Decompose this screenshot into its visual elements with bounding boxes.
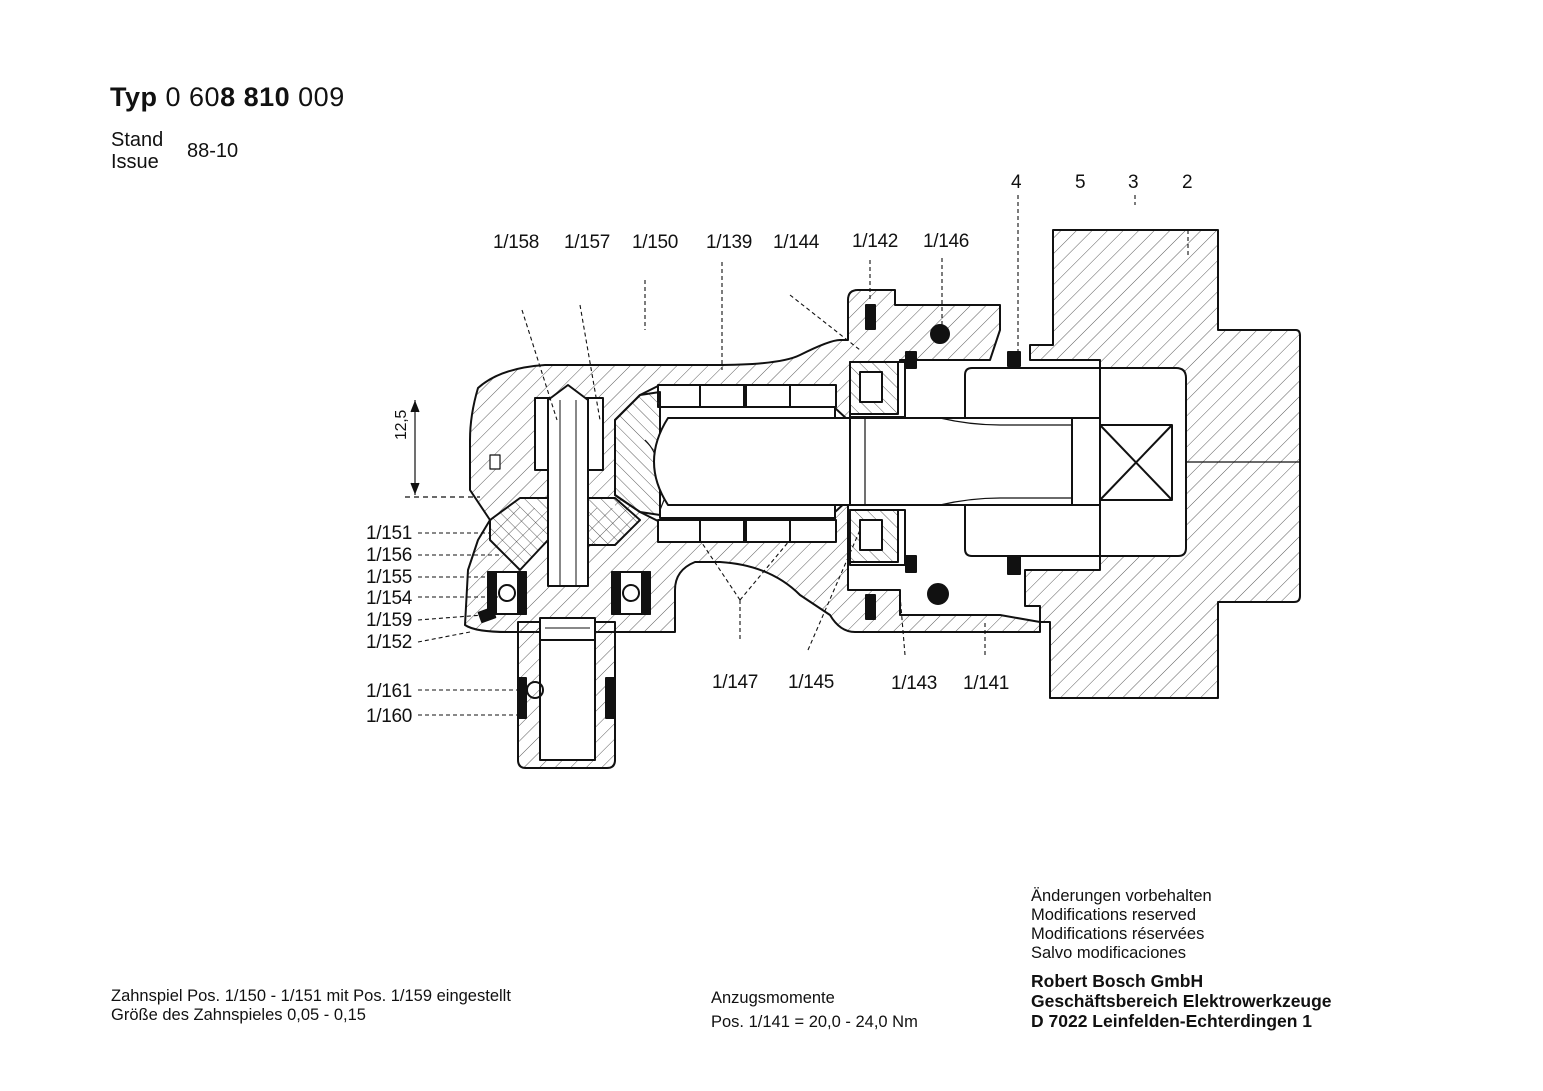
dimension-12-5: 12,5 (393, 410, 410, 440)
ball-bearing-front (849, 361, 899, 563)
zahnspiel-line-1: Zahnspiel Pos. 1/150 - 1/151 mit Pos. 1/… (111, 987, 511, 1005)
output-spindle (517, 617, 616, 769)
issue-date: 88-10 (187, 140, 239, 162)
stand-issue-labels: Stand Issue (111, 129, 163, 173)
company-address: D 7022 Leinfelden-Echterdingen 1 (1031, 1011, 1313, 1031)
title-number-c: 009 (290, 82, 345, 112)
title-number-b: 8 810 (220, 82, 291, 112)
stand-label: Stand (111, 129, 164, 151)
disclaimer-en: Modifications reserved (1031, 906, 1197, 924)
leader-lines (417, 195, 1189, 716)
disclaimer-de: Änderungen vorbehalten (1031, 887, 1212, 905)
callout-1-161: 1/161 (366, 681, 413, 702)
callout-1-160: 1/160 (366, 706, 413, 727)
disclaimer-fr: Modifications réservées (1031, 925, 1205, 943)
callout-1-156: 1/156 (366, 545, 413, 566)
callout-1-143: 1/143 (891, 673, 938, 694)
disclaimer-block: Änderungen vorbehalten Modifications res… (1031, 887, 1212, 963)
callout-1-157: 1/157 (564, 232, 611, 253)
disclaimer-es: Salvo modificaciones (1031, 944, 1186, 962)
callout-1-152: 1/152 (366, 632, 413, 653)
issue-label: Issue (111, 151, 159, 173)
anzugsmomente-note: Anzugsmomente Pos. 1/141 = 20,0 - 24,0 N… (711, 986, 918, 1034)
callout-1-147: 1/147 (712, 672, 759, 693)
needle-bearing-bottom (657, 519, 837, 543)
callout-1-145: 1/145 (788, 672, 835, 693)
anzug-line-1: Anzugsmomente (711, 989, 835, 1007)
callout-1-150: 1/150 (632, 232, 679, 253)
flange-block (1024, 229, 1301, 699)
callout-1-141: 1/141 (963, 673, 1010, 694)
zahnspiel-note: Zahnspiel Pos. 1/150 - 1/151 mit Pos. 1/… (111, 987, 511, 1025)
callout-1-144: 1/144 (773, 232, 820, 253)
callout-1-155: 1/155 (366, 567, 413, 588)
title-number-a: 0 60 (165, 82, 221, 112)
company-division: Geschäftsbereich Elektrowerkzeuge (1031, 991, 1332, 1011)
callout-3: 3 (1128, 172, 1139, 193)
needle-bearing-top (657, 384, 837, 408)
seal-rings (865, 304, 1021, 620)
company-name: Robert Bosch GmbH (1031, 971, 1204, 991)
callout-1-139: 1/139 (706, 232, 753, 253)
callout-2: 2 (1182, 172, 1193, 193)
callout-5: 5 (1075, 172, 1086, 193)
title-typ: Typ (110, 82, 158, 112)
callout-1-146: 1/146 (923, 231, 970, 252)
anzug-line-2: Pos. 1/141 = 20,0 - 24,0 Nm (711, 1013, 918, 1031)
bevel-gear-150 (614, 391, 669, 516)
company-block: Robert Bosch GmbH Geschäftsbereich Elekt… (1031, 971, 1332, 1031)
zahnspiel-line-2: Größe des Zahnspieles 0,05 - 0,15 (111, 1006, 366, 1024)
callout-1-159: 1/159 (366, 610, 413, 631)
lower-ball-bearing (477, 571, 651, 624)
vertical-gear-shaft (489, 384, 641, 587)
callout-1-151: 1/151 (366, 523, 413, 544)
callout-1-154: 1/154 (366, 588, 413, 609)
dimension-marker (405, 400, 501, 498)
document-title: Typ 0 608 810 009 (110, 82, 345, 113)
callout-1-142: 1/142 (852, 231, 899, 252)
sleeve-nut (964, 367, 1101, 557)
callout-4: 4 (1011, 172, 1022, 193)
callout-1-158: 1/158 (493, 232, 540, 253)
